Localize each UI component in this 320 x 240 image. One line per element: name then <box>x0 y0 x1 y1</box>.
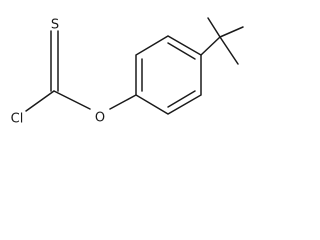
bond-c-cl <box>25 90 55 112</box>
benzene-ring <box>135 35 202 115</box>
bond-tbutyl-methyl-1 <box>207 17 221 38</box>
chemical-structure: S Cl O <box>11 17 244 127</box>
bond-tbutyl-methyl-3 <box>219 36 239 65</box>
atom-label-oxygen: O <box>95 111 105 126</box>
atom-label-chlorine: Cl <box>11 112 24 127</box>
atom-labels: S Cl O <box>11 18 105 127</box>
bond-c-o <box>53 90 91 110</box>
ring-inner-bond-2 <box>167 42 196 60</box>
atom-label-sulfur: S <box>51 18 59 33</box>
bond-tbutyl-methyl-2 <box>219 26 244 38</box>
bond-ring-quaternary-c <box>200 36 221 56</box>
bonds <box>25 17 244 115</box>
ring-inner-bond-3 <box>167 90 196 108</box>
bond-o-ring <box>109 94 137 110</box>
